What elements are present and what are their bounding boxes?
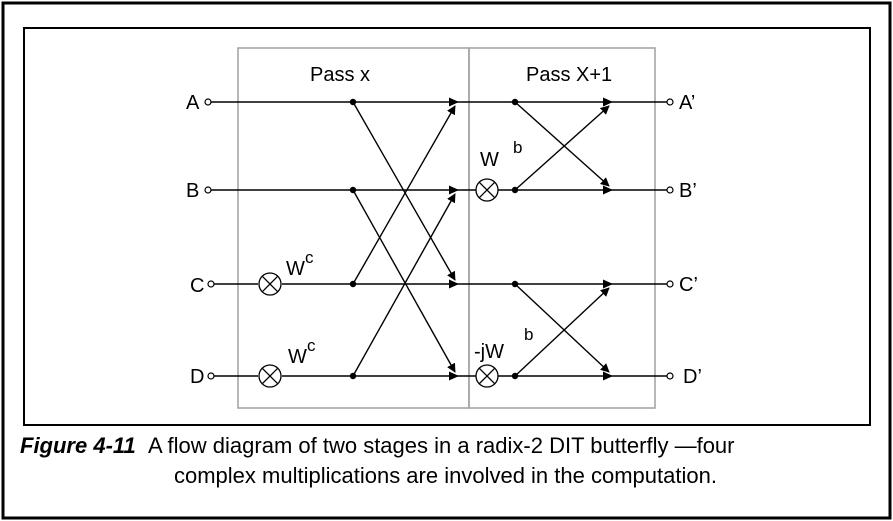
multiplier-wb-bottom-icon — [475, 364, 499, 388]
input-terminal-d — [207, 372, 215, 380]
input-label-c: C — [190, 275, 204, 297]
output-label-d: D’ — [683, 366, 702, 388]
diagram-box — [23, 27, 871, 426]
caption-text-1: A flow diagram of two stages in a radix-… — [147, 433, 735, 458]
output-label-b: B’ — [679, 180, 697, 202]
caption-line-2: complex multiplications are involved in … — [174, 463, 717, 488]
twiddle-wc-bottom-sup: c — [307, 336, 316, 355]
stage1-arrowheads — [449, 97, 459, 381]
pass-x1-label: Pass X+1 — [526, 64, 612, 86]
twiddle-wb-top-sup: b — [513, 138, 522, 157]
stage2-arrowheads — [603, 97, 613, 381]
twiddle-wb-bottom-sup: b — [524, 325, 533, 344]
input-terminal-c — [207, 280, 215, 288]
figure-caption: Figure 4-11 A flow diagram of two stages… — [20, 431, 880, 491]
stage1-cross-arrows — [352, 101, 456, 377]
output-terminal-d — [666, 372, 674, 380]
pass-x-label: Pass x — [310, 64, 370, 86]
multiplier-wc-bottom-icon — [258, 364, 282, 388]
twiddle-wc-bottom-base: W — [288, 346, 307, 368]
multiplier-wb-top-icon — [475, 178, 499, 202]
input-terminal-b — [204, 186, 212, 194]
figure-label: Figure 4-11 — [20, 433, 136, 458]
output-label-a: A’ — [679, 92, 695, 114]
caption-line-1: Figure 4-11 A flow diagram of two stages… — [20, 431, 880, 461]
twiddle-wb-bottom-base: -jW — [474, 341, 504, 363]
pass-x1-box — [468, 47, 656, 409]
input-label-a: A — [186, 92, 200, 114]
twiddle-wb-top-base: W — [480, 149, 499, 171]
input-label-b: B — [186, 180, 199, 202]
input-label-d: D — [190, 366, 204, 388]
node-dots — [349, 98, 519, 380]
horizontal-wires — [211, 101, 667, 377]
twiddle-wc-top-base: W — [286, 258, 305, 280]
output-terminal-a — [666, 98, 674, 106]
output-terminal-b — [666, 186, 674, 194]
output-label-c: C’ — [679, 274, 698, 296]
input-terminal-a — [204, 98, 212, 106]
multiplier-wc-top-icon — [258, 272, 282, 296]
stage2-cross-arrows — [514, 101, 610, 377]
twiddle-wc-top-sup: c — [305, 248, 314, 267]
output-terminal-c — [666, 280, 674, 288]
